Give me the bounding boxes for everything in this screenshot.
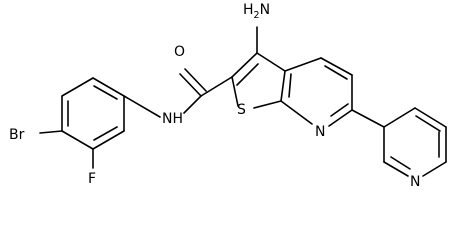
amine-label: H2N xyxy=(243,2,270,21)
bond-nh-to-carbonyl xyxy=(183,95,202,114)
double-bond-inner xyxy=(93,126,118,141)
bond-to-bromine xyxy=(39,130,63,134)
bond xyxy=(253,100,282,109)
pyridyl-nitrogen-label: N xyxy=(410,174,420,190)
bond-carbonyl-to-thiophene xyxy=(200,76,233,97)
fluorine-label: F xyxy=(88,171,96,187)
double-bond-inner xyxy=(236,63,259,86)
bond xyxy=(414,107,447,128)
bond xyxy=(383,107,416,128)
bond xyxy=(422,161,447,177)
thiophene-ring xyxy=(231,52,286,109)
bond xyxy=(61,77,94,97)
carbonyl-oxygen-label: O xyxy=(174,44,185,60)
pyridyl-ring xyxy=(383,107,447,177)
double-bond-inner xyxy=(330,103,349,117)
bond xyxy=(280,100,313,125)
bond xyxy=(256,52,286,72)
pyridine-ring xyxy=(280,57,353,127)
bond xyxy=(92,77,125,97)
bond xyxy=(92,130,125,150)
bond xyxy=(383,161,409,177)
bond-ring-to-nh xyxy=(123,95,161,118)
double-bond-inner xyxy=(288,73,292,98)
bond xyxy=(231,52,258,78)
double-bond-inner xyxy=(415,115,441,132)
bromofluorophenyl-ring xyxy=(61,77,125,150)
double-bond-inner xyxy=(324,65,348,80)
bond xyxy=(61,130,94,150)
bond xyxy=(231,76,239,107)
thiophene-sulfur-label: S xyxy=(237,102,246,118)
bond-to-pyridyl xyxy=(351,109,385,128)
amide-nh-label: NH xyxy=(162,111,183,127)
carbonyl-double-bond xyxy=(184,68,207,92)
molecule-drawing: Br F NH O S H2N xyxy=(9,2,447,190)
bond xyxy=(284,57,322,72)
structure-canvas: Br F NH O S H2N xyxy=(9,2,447,190)
double-bond-inner xyxy=(390,156,411,170)
bond xyxy=(280,70,286,102)
bond xyxy=(320,57,353,76)
bond xyxy=(328,109,353,127)
double-bond-inner xyxy=(93,85,118,100)
carbonyl-double-bond xyxy=(179,73,202,97)
bromine-label: Br xyxy=(9,127,25,143)
pyridine-nitrogen-label: N xyxy=(315,124,325,140)
